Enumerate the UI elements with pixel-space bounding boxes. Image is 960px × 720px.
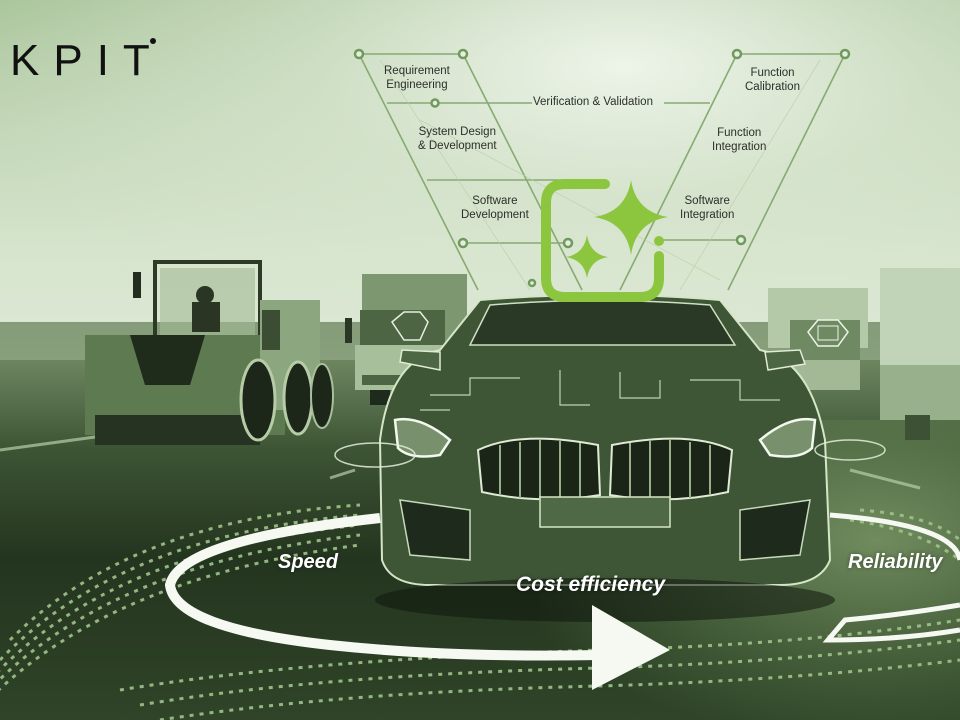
- stage-label-line: Development: [461, 209, 529, 221]
- stage-label-line: Requirement: [384, 65, 450, 77]
- stage-label-line: Integration: [712, 141, 767, 153]
- stage-label-line: Integration: [680, 209, 735, 221]
- stage-software-development: Software Development: [461, 194, 529, 222]
- stage-system-design: System Design & Development: [418, 125, 497, 153]
- stage-label-line: Software: [684, 195, 730, 207]
- construction-vehicle: [85, 260, 334, 445]
- ai-sparkle-icon: [541, 179, 668, 302]
- stage-label-line: System Design: [418, 126, 496, 138]
- stage-label-line: Calibration: [745, 81, 800, 93]
- kpit-logo[interactable]: KPIT: [10, 36, 164, 85]
- lane-markings: [0, 435, 921, 490]
- stage-label-line: Function: [717, 127, 762, 139]
- verification-validation-label: Verification & Validation: [533, 96, 653, 108]
- benefit-cost-efficiency: Cost efficiency: [516, 573, 665, 596]
- stage-software-integration: Software Integration: [680, 194, 734, 222]
- sensor-ring: [334, 439, 886, 468]
- stage-function-calibration: Function Calibration: [745, 66, 800, 94]
- v-model-nodes: [353, 48, 851, 288]
- benefit-reliability: Reliability: [848, 551, 943, 573]
- benefit-speed: Speed: [278, 551, 339, 573]
- stage-label-line: Software: [472, 195, 518, 207]
- box-truck-right: [768, 268, 960, 440]
- stage-label-line: Engineering: [386, 79, 448, 91]
- car-wireframe: [375, 294, 835, 622]
- flow-arrow: [164, 512, 960, 690]
- stage-label-line: & Development: [418, 140, 497, 152]
- stage-requirement-engineering: Requirement Engineering: [384, 64, 450, 92]
- logo-accent-dot: [150, 38, 156, 44]
- box-truck-left: [345, 274, 467, 405]
- stage-function-integration: Function Integration: [712, 126, 766, 154]
- stage-label-line: Function: [750, 67, 795, 79]
